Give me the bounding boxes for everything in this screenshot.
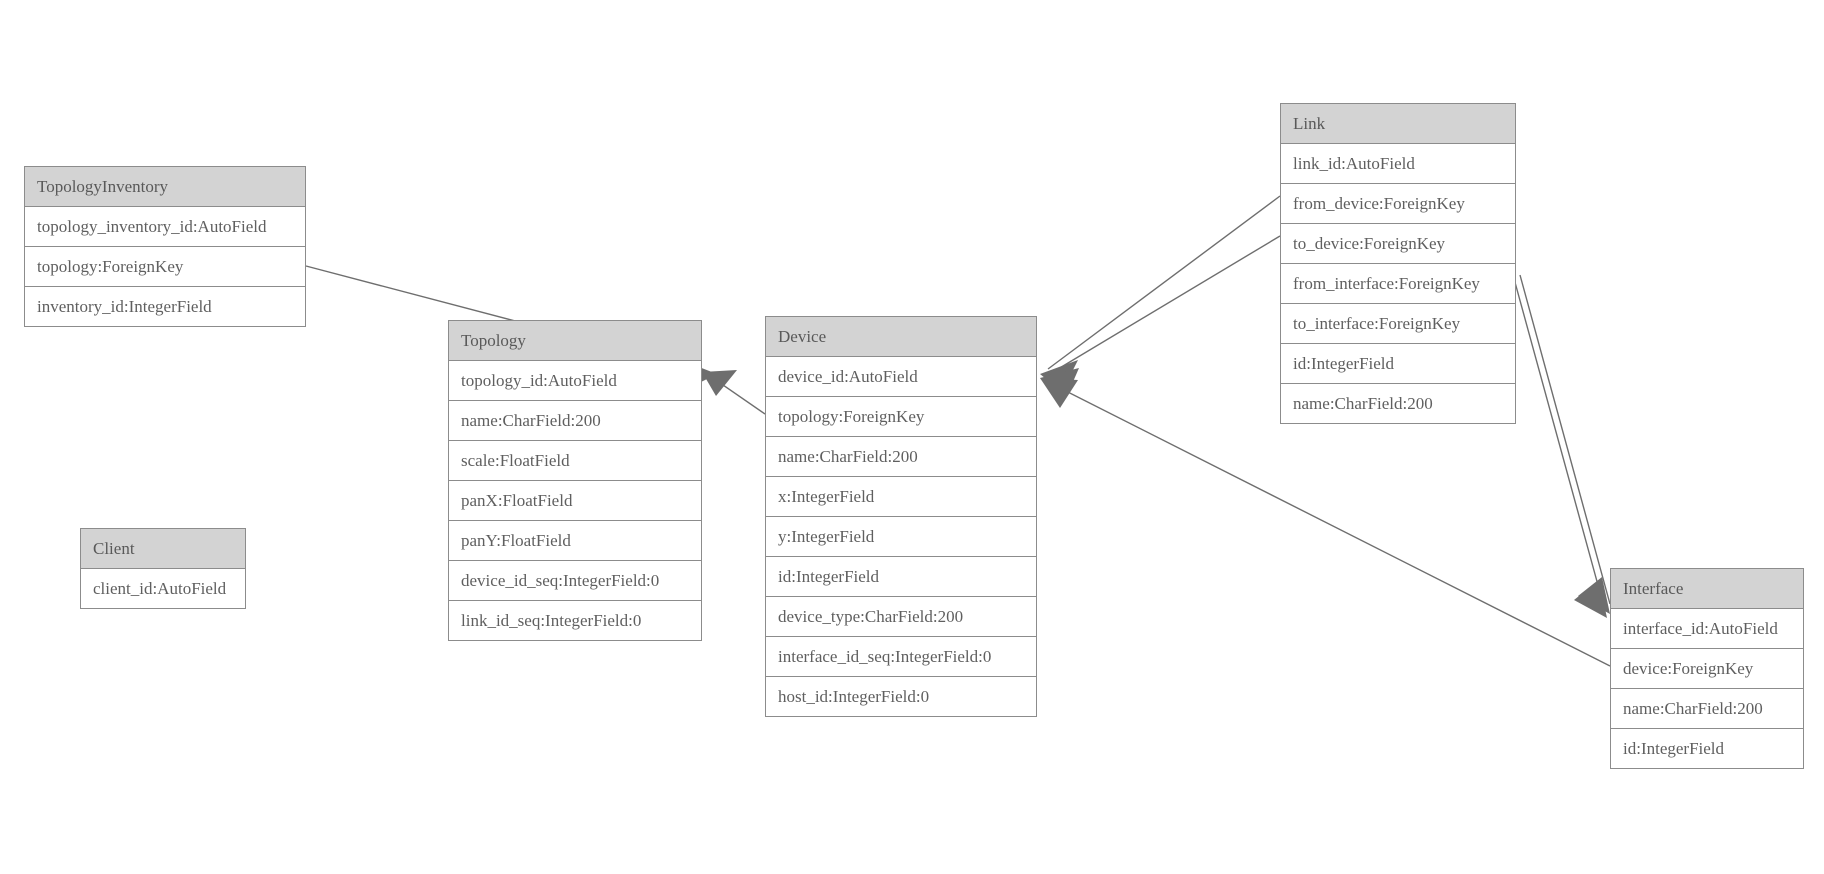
relationship-link-to-device — [1040, 235, 1281, 398]
field-row[interactable]: panX:FloatField — [449, 481, 701, 521]
entity-title-topologyinventory: TopologyInventory — [25, 167, 305, 207]
field-row[interactable]: from_device:ForeignKey — [1281, 184, 1515, 224]
field-row[interactable]: device_type:CharField:200 — [766, 597, 1036, 637]
field-row[interactable]: name:CharField:200 — [1293, 394, 1433, 413]
field-row[interactable]: to_interface:ForeignKey — [1281, 304, 1515, 344]
field-row[interactable]: inventory_id:IntegerField — [37, 297, 212, 316]
field-row[interactable]: name:CharField:200 — [766, 437, 1036, 477]
relationship-device-topology — [702, 370, 766, 415]
field-row[interactable]: y:IntegerField — [766, 517, 1036, 557]
field-row[interactable]: client_id:AutoField — [93, 579, 227, 598]
relationship-line — [1047, 381, 1611, 667]
field-row[interactable]: id:IntegerField — [1623, 739, 1725, 758]
field-row[interactable]: link_id_seq:IntegerField:0 — [461, 611, 642, 630]
field-row[interactable]: name:CharField:200 — [449, 401, 701, 441]
field-row[interactable]: from_interface:ForeignKey — [1281, 264, 1515, 304]
field-row[interactable]: x:IntegerField — [766, 477, 1036, 517]
arrowhead-icon — [1040, 360, 1078, 392]
entity-title-interface: Interface — [1611, 569, 1803, 609]
field-row[interactable]: id:IntegerField — [1281, 344, 1515, 384]
field-row[interactable]: interface_id_seq:IntegerField:0 — [766, 637, 1036, 677]
field-row[interactable]: topology_inventory_id:AutoField — [25, 207, 305, 247]
field-row[interactable]: host_id:IntegerField:0 — [778, 687, 930, 706]
entity-title-topology: Topology — [449, 321, 701, 361]
field-row[interactable]: topology:ForeignKey — [766, 397, 1036, 437]
relationship-link-to-interface — [1519, 274, 1611, 614]
field-row[interactable]: name:CharField:200 — [1611, 689, 1803, 729]
arrowhead-icon — [702, 370, 737, 396]
field-row[interactable]: device:ForeignKey — [1611, 649, 1803, 689]
field-row[interactable]: panY:FloatField — [449, 521, 701, 561]
field-row[interactable]: device_id:AutoField — [766, 357, 1036, 397]
entity-box-client[interactable]: Client client_id:AutoField — [80, 528, 246, 609]
arrowhead-icon — [1040, 368, 1079, 398]
relationship-link-from-device — [1040, 195, 1281, 392]
arrowhead-icon — [1578, 577, 1610, 614]
arrowhead-icon — [1574, 580, 1607, 618]
relationship-line — [709, 375, 766, 415]
relationship-line — [1047, 235, 1281, 376]
field-row[interactable]: to_device:ForeignKey — [1281, 224, 1515, 264]
relationship-line — [1047, 195, 1281, 370]
entity-title-client: Client — [81, 529, 245, 569]
arrowhead-icon — [1040, 378, 1078, 408]
entity-title-link: Link — [1281, 104, 1515, 144]
field-row[interactable]: scale:FloatField — [449, 441, 701, 481]
field-row[interactable]: device_id_seq:IntegerField:0 — [449, 561, 701, 601]
entity-fields-client: client_id:AutoField — [81, 569, 245, 608]
field-row[interactable]: id:IntegerField — [766, 557, 1036, 597]
relationship-link-from-interface — [1512, 274, 1607, 618]
field-row[interactable]: topology:ForeignKey — [25, 247, 305, 287]
relationship-line — [1512, 274, 1605, 608]
field-row[interactable]: interface_id:AutoField — [1611, 609, 1803, 649]
field-row[interactable]: topology_id:AutoField — [449, 361, 701, 401]
field-row[interactable]: link_id:AutoField — [1281, 144, 1515, 184]
entity-title-device: Device — [766, 317, 1036, 357]
relationship-line — [1519, 274, 1611, 605]
